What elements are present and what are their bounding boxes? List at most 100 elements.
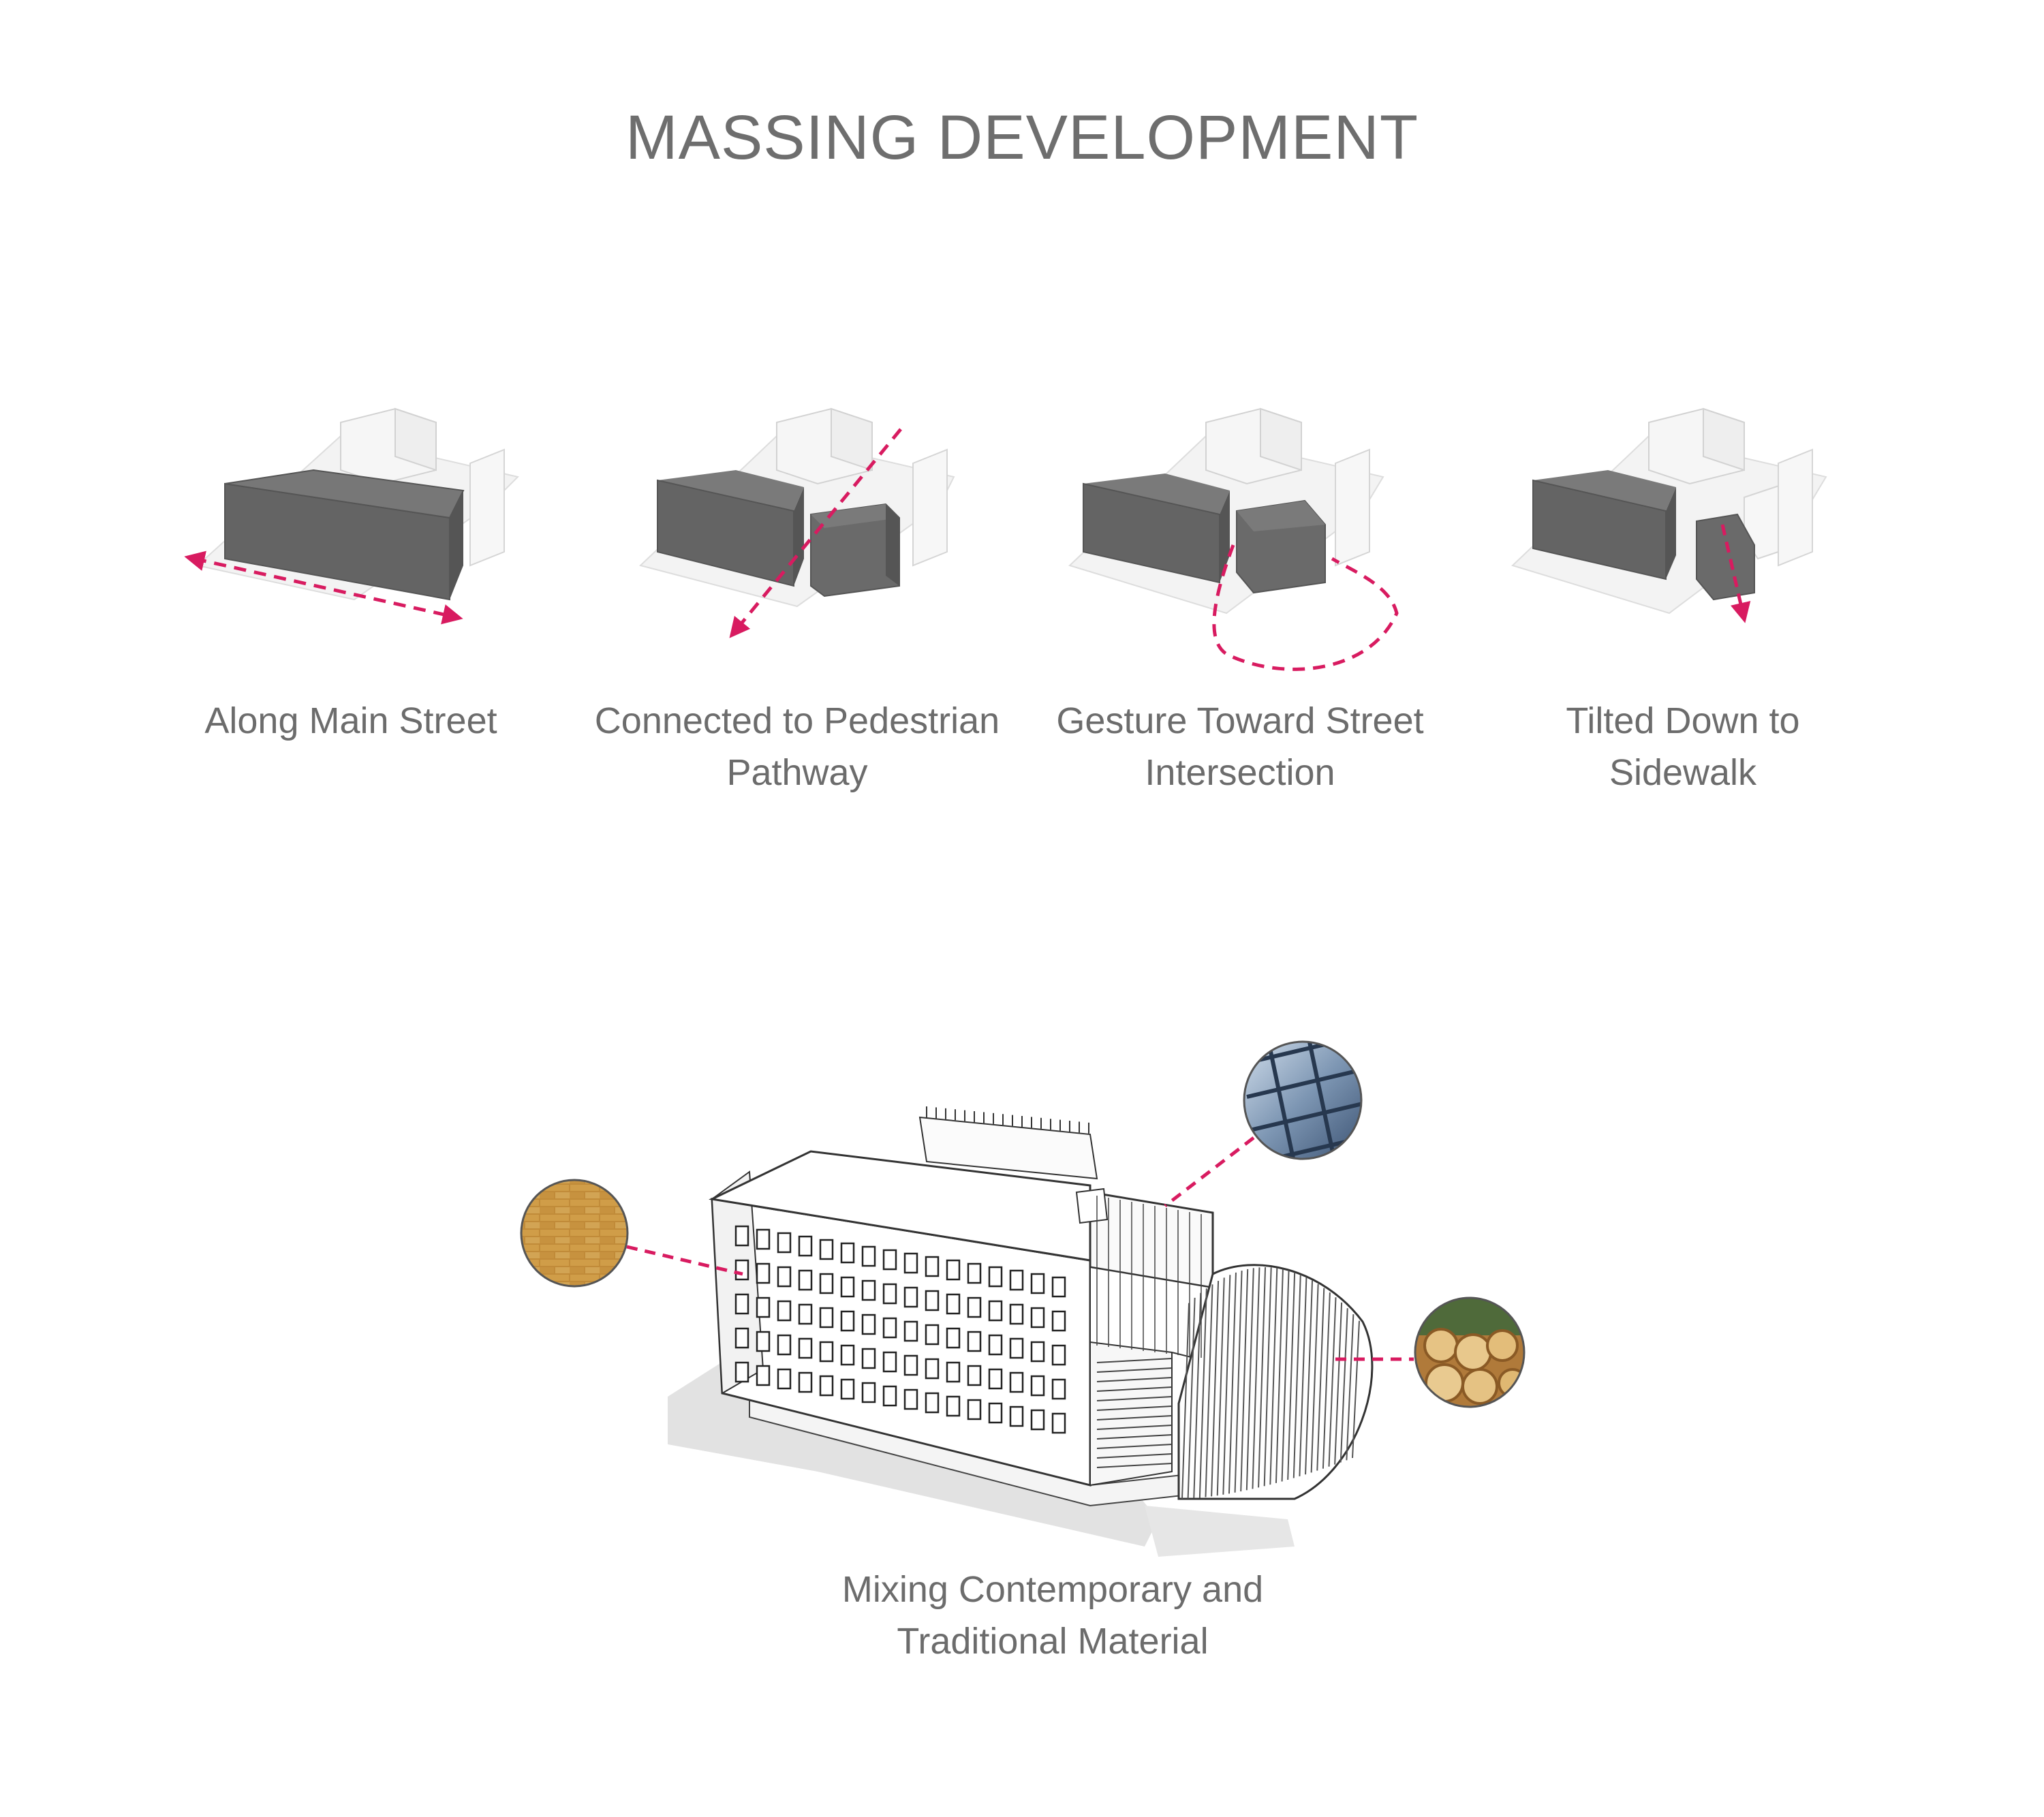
louver-fin — [1340, 1308, 1348, 1463]
facade-window — [1030, 1273, 1045, 1294]
facade-window — [819, 1307, 834, 1329]
louver-fin — [1252, 1267, 1260, 1489]
facade-window — [756, 1331, 771, 1352]
stair-steps — [1096, 1358, 1173, 1468]
facade-windows — [734, 1225, 1066, 1434]
facade-window — [925, 1256, 940, 1277]
facade-window — [1051, 1310, 1066, 1332]
facade-window — [1030, 1375, 1045, 1397]
timber-louvers — [1181, 1267, 1360, 1500]
stair-step — [1096, 1453, 1173, 1459]
louver-fin — [1352, 1320, 1360, 1459]
facade-window — [925, 1324, 940, 1346]
louver-fin — [1292, 1274, 1301, 1478]
brick-swatch — [520, 1179, 629, 1288]
facade-window — [777, 1232, 792, 1254]
stair-step — [1096, 1434, 1173, 1440]
facade-window — [882, 1249, 897, 1271]
facade-window — [777, 1334, 792, 1356]
facade-window — [777, 1300, 792, 1322]
facade-window — [882, 1385, 897, 1407]
facade-window — [882, 1283, 897, 1305]
facade-window — [756, 1296, 771, 1318]
louver-fin — [1240, 1269, 1249, 1492]
stair-step — [1096, 1358, 1173, 1363]
facade-window — [967, 1399, 982, 1420]
facade-window — [1051, 1344, 1066, 1366]
glass-mullions — [1096, 1196, 1202, 1358]
facade-window — [925, 1392, 940, 1414]
facade-window — [734, 1225, 749, 1247]
facade-window — [988, 1300, 1003, 1322]
louver-fin — [1222, 1275, 1231, 1495]
louver-fin — [1245, 1268, 1254, 1491]
louver-fin — [1346, 1314, 1354, 1461]
facade-window — [734, 1259, 749, 1281]
massing-diagram-4 — [1511, 407, 1827, 623]
facade-window — [777, 1368, 792, 1390]
facade-window — [756, 1262, 771, 1284]
facade-window — [1030, 1341, 1045, 1363]
louver-fin — [1322, 1292, 1331, 1469]
facade-window — [734, 1361, 749, 1383]
louver-fin — [1258, 1267, 1267, 1488]
leader-brick — [626, 1245, 743, 1276]
facade-window — [1009, 1337, 1024, 1359]
page-title: MASSING DEVELOPMENT — [625, 103, 1419, 172]
facade-window — [840, 1378, 855, 1400]
facade-window — [861, 1314, 876, 1335]
louver-fin — [1334, 1302, 1343, 1465]
louver-fin — [1216, 1277, 1225, 1496]
louver-fin — [1205, 1284, 1213, 1497]
facade-window — [777, 1266, 792, 1288]
stair-step — [1096, 1396, 1173, 1401]
louver-fin — [1263, 1267, 1272, 1487]
facade-window — [1009, 1269, 1024, 1291]
louver-fin — [1299, 1277, 1307, 1476]
facade-window — [946, 1361, 961, 1383]
facade-window — [1051, 1412, 1066, 1434]
caption-diagram-3: Gesture Toward Street Intersection — [1056, 700, 1424, 793]
facade-window — [988, 1334, 1003, 1356]
caption-diagram-4: Tilted Down to Sidewalk — [1566, 700, 1800, 793]
facade-window — [861, 1382, 876, 1403]
facade-window — [734, 1293, 749, 1315]
stair-step — [1096, 1367, 1173, 1373]
facade-window — [840, 1242, 855, 1264]
facade-window — [819, 1375, 834, 1397]
louver-fin — [1187, 1297, 1196, 1499]
facade-window — [861, 1245, 876, 1267]
facade-window — [946, 1395, 961, 1417]
facade-window — [882, 1351, 897, 1373]
louver-fin — [1316, 1288, 1325, 1471]
facade-window — [1009, 1371, 1024, 1393]
caption-materials: Mixing Contemporary and Traditional Mate… — [841, 1569, 1264, 1662]
facade-window — [819, 1239, 834, 1260]
stair-step — [1096, 1463, 1173, 1468]
facade-window — [1030, 1409, 1045, 1431]
facade-window — [1030, 1307, 1045, 1329]
leader-glass — [1164, 1136, 1255, 1207]
facade-window — [967, 1262, 982, 1284]
facade-window — [1051, 1276, 1066, 1298]
caption-diagram-2: Connected to Pedestrian Pathway — [594, 700, 1000, 793]
stair-step — [1096, 1406, 1173, 1411]
caption-diagram-1: Along Main Street — [204, 700, 497, 741]
stair-step — [1096, 1444, 1173, 1449]
facade-window — [861, 1348, 876, 1369]
facade-window — [925, 1358, 940, 1380]
stair-step — [1096, 1377, 1173, 1382]
facade-window — [903, 1354, 918, 1376]
facade-window — [946, 1259, 961, 1281]
facade-window — [734, 1327, 749, 1349]
facade-window — [925, 1290, 940, 1311]
facade-window — [861, 1279, 876, 1301]
glass-swatch — [1243, 1040, 1363, 1160]
louver-fin — [1305, 1280, 1314, 1475]
massing-diagram-2 — [639, 407, 955, 638]
facade-window — [798, 1371, 813, 1393]
stair-step — [1096, 1415, 1173, 1420]
facade-window — [819, 1341, 834, 1363]
roof-railing — [926, 1106, 1089, 1134]
